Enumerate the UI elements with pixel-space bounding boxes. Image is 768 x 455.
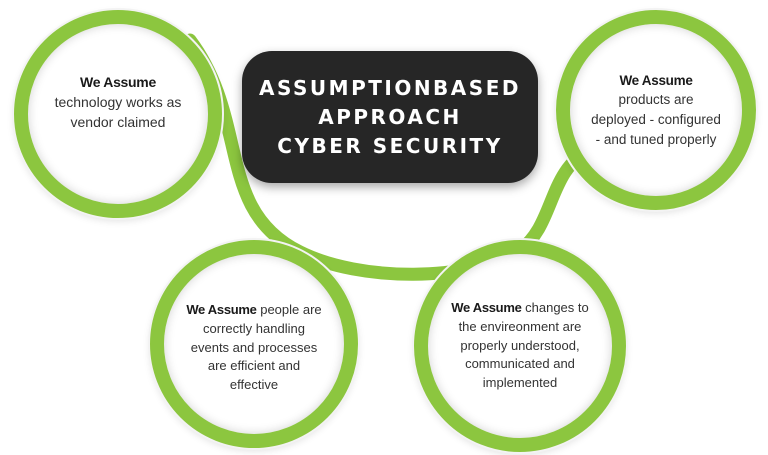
assumption-lead: We Assume bbox=[186, 301, 257, 317]
title-line-3: CYBER SECURITY bbox=[277, 133, 503, 158]
assumption-text: technology works as vendor claimed bbox=[54, 93, 182, 131]
title-box: ASSUMPTIONBASED APPROACH CYBER SECURITY bbox=[242, 51, 538, 183]
assumption-lead: We Assume bbox=[619, 72, 693, 88]
assumption-circle-people: We Assume people are correctly handling … bbox=[150, 240, 358, 448]
assumption-lead: We Assume bbox=[80, 73, 156, 90]
assumption-text: people are correctly handling events and… bbox=[190, 301, 322, 393]
title-line-1: ASSUMPTIONBASED bbox=[259, 75, 521, 100]
assumption-lead: We Assume bbox=[451, 299, 522, 315]
title-line-2: APPROACH bbox=[318, 104, 462, 129]
assumption-circle-products: We Assume products are deployed - config… bbox=[556, 10, 756, 210]
assumption-text: products are deployed - configured - and… bbox=[591, 92, 721, 147]
assumption-text: changes to the envireonment are properly… bbox=[458, 299, 589, 391]
assumption-circle-technology: We Assume technology works as vendor cla… bbox=[14, 10, 222, 218]
assumption-circle-changes: We Assume changes to the envireonment ar… bbox=[414, 240, 626, 452]
